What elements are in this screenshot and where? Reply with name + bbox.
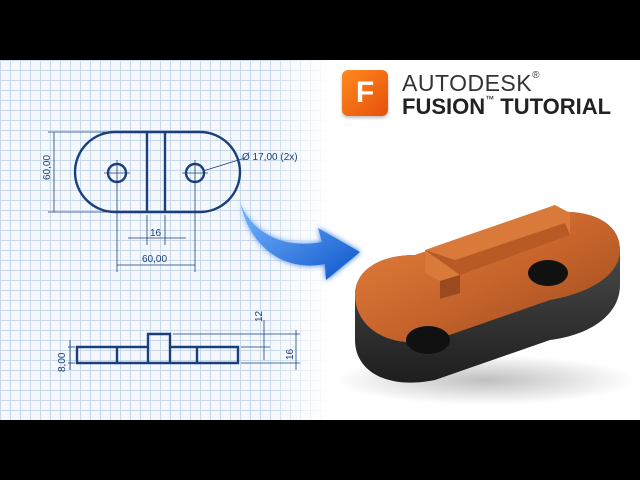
dim-step-label: 12 bbox=[254, 310, 265, 322]
brand-company: AUTODESK® bbox=[402, 70, 540, 97]
fusion-logo-icon: F bbox=[342, 70, 388, 116]
logo-letter: F bbox=[355, 76, 375, 109]
thumbnail-content: 60,00 16 60,00 Ø 17,00 (2x) 12 bbox=[0, 60, 640, 420]
dim-hole-label: Ø 17,00 (2x) bbox=[242, 152, 298, 163]
curved-arrow-icon bbox=[240, 202, 360, 280]
product-name: FUSION bbox=[402, 94, 486, 119]
trademark-mark: ™ bbox=[485, 94, 495, 104]
dim-height-label: 60,00 bbox=[42, 155, 53, 180]
dim-slot-label: 16 bbox=[150, 228, 162, 239]
3d-part-render bbox=[335, 205, 635, 405]
subtitle: TUTORIAL bbox=[500, 94, 612, 119]
registered-mark: ® bbox=[532, 70, 540, 81]
brand-title: FUSION™ TUTORIAL bbox=[402, 94, 611, 120]
dim-total-label: 16 bbox=[285, 348, 296, 360]
dim-length-label: 60,00 bbox=[142, 254, 167, 265]
technical-drawing: 60,00 16 60,00 Ø 17,00 (2x) 12 bbox=[42, 130, 300, 372]
company-name: AUTODESK bbox=[402, 70, 533, 96]
brand-lockup: F AUTODESK® FUSION™ TUTORIAL bbox=[342, 68, 632, 128]
dim-thickness-label: 8,00 bbox=[57, 352, 68, 372]
